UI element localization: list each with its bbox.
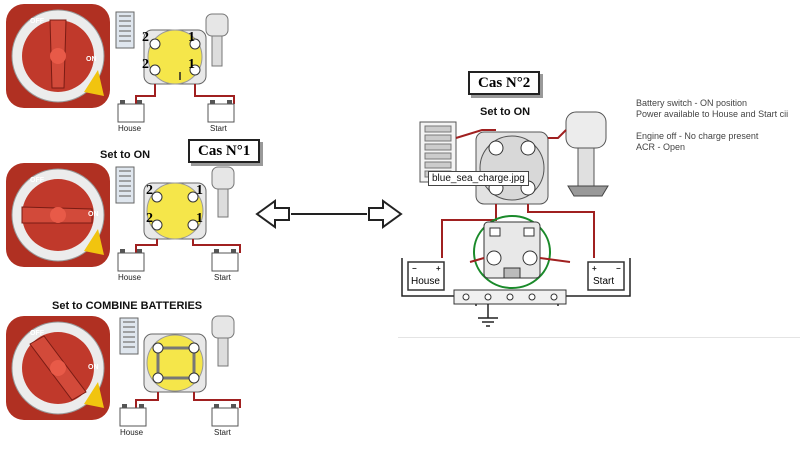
- panel-3-caption: Set to COMBINE BATTERIES: [52, 300, 203, 312]
- note-line: Battery switch - ON position: [636, 98, 748, 108]
- switch-off-label: OFF: [30, 18, 44, 25]
- battery-house: [407, 261, 445, 291]
- right-diagram: Cas N°2 Set to ON Battery switch - ON po…: [398, 60, 800, 340]
- fuse-panel: [115, 11, 135, 49]
- battery-start: [207, 103, 235, 123]
- start-label: Start: [214, 273, 231, 282]
- start-label: Start: [210, 124, 227, 133]
- left-diagrams: OFF ON 2 2 1 1 House Start Set to ON: [0, 0, 270, 457]
- outboard-motor: [565, 111, 607, 149]
- switch-off-label: OFF: [30, 177, 44, 184]
- terminal-1-top: 1: [196, 183, 203, 198]
- terminal-1-bottom: 1: [196, 211, 203, 226]
- battery-house-plus: +: [436, 264, 441, 273]
- panel-3: Set to COMBINE BATTERIES: [0, 296, 270, 457]
- start-label: Start: [593, 276, 615, 287]
- terminal-2-bottom: 2: [146, 211, 153, 226]
- house-label: House: [120, 428, 144, 437]
- case-2-label: Cas N°2: [468, 71, 541, 95]
- switch-on-label: ON: [88, 211, 99, 218]
- status-notes: Battery switch - ON position Power avail…: [636, 98, 788, 153]
- battery-start: [587, 261, 625, 291]
- note-line: Power available to House and Start cii: [636, 109, 789, 119]
- battery-house-minus: −: [412, 264, 417, 273]
- double-arrow: [255, 199, 403, 229]
- terminal-2-top: 2: [146, 183, 153, 198]
- panel-1-drawing: [6, 4, 235, 123]
- terminal-2-bottom: 2: [142, 57, 149, 72]
- switch-on-label: ON: [88, 364, 99, 371]
- battery-start-plus: +: [592, 264, 597, 273]
- switch-off-label: OFF: [30, 330, 44, 337]
- house-label: House: [411, 276, 440, 287]
- terminal-1-top: 1: [188, 30, 195, 45]
- terminal-2-top: 2: [142, 30, 149, 45]
- panel-3-drawing: [6, 315, 241, 427]
- outboard-motor: [205, 13, 229, 37]
- image-filename-tooltip: blue_sea_charge.jpg: [428, 171, 529, 186]
- panel-2-caption: Set to ON: [100, 149, 151, 161]
- wiring-diagram: [401, 111, 631, 327]
- case-1-label: Cas N°1: [188, 139, 261, 163]
- divider-line: [398, 337, 800, 338]
- panel-1: OFF ON 2 2 1 1 House Start: [0, 0, 270, 145]
- house-label: House: [118, 273, 142, 282]
- terminal-1-bottom: 1: [188, 57, 195, 72]
- start-label: Start: [214, 428, 231, 437]
- right-diagram-title: Set to ON: [480, 106, 531, 118]
- panel-2-drawing: [6, 163, 241, 272]
- house-label: House: [118, 124, 142, 133]
- note-line: ACR - Open: [636, 142, 686, 152]
- switch-back-yellow: [147, 29, 203, 85]
- acr-highlight: [473, 215, 551, 289]
- battery-house: [117, 103, 145, 123]
- battery-start-minus: −: [616, 264, 621, 273]
- switch-on-label: ON: [86, 56, 97, 63]
- note-line: Engine off - No charge present: [636, 131, 759, 141]
- panel-2: Set to ON OFF ON 2: [0, 145, 270, 295]
- ground-icon: [478, 317, 498, 327]
